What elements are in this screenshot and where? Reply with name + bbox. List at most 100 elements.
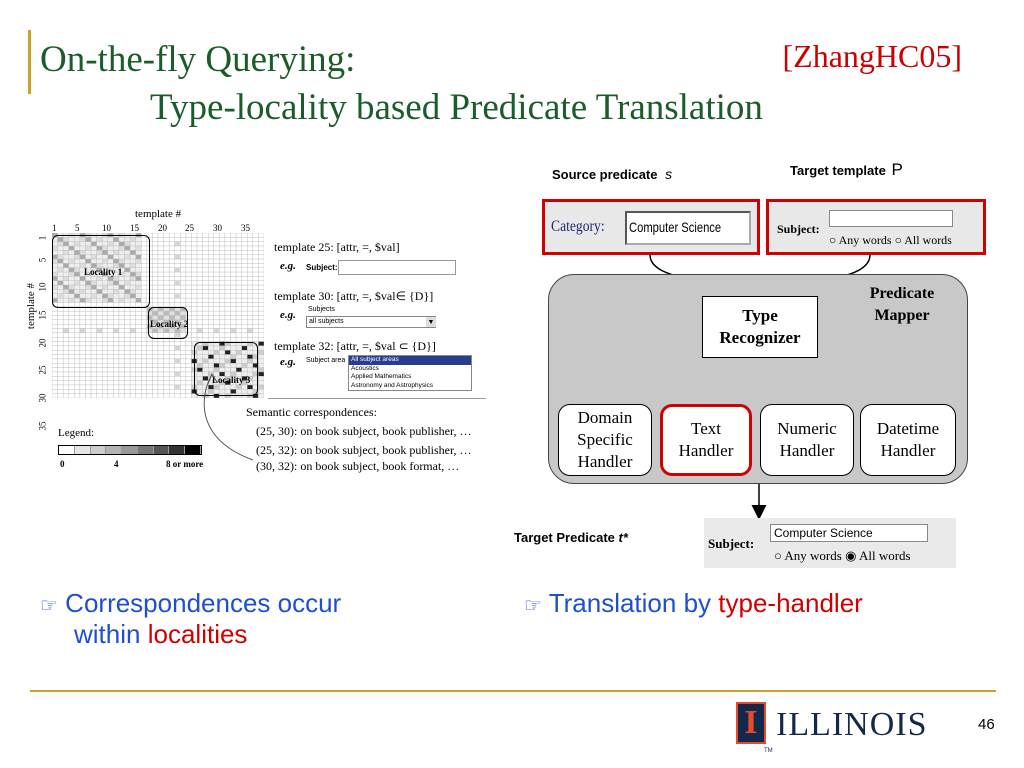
- template-30-eg: e.g.: [280, 309, 296, 321]
- chevron-down-icon: ▼: [426, 317, 436, 327]
- correspondence-item: (30, 32): on book subject, book format, …: [256, 459, 460, 473]
- x-tick: 35: [241, 223, 250, 233]
- type-recognizer-node: Type Recognizer: [702, 296, 818, 358]
- radio-any-label: Any words: [838, 233, 892, 247]
- template-30-select: all subjects: [306, 316, 436, 328]
- slide-title-line2: Type-locality based Predicate Translatio…: [150, 87, 763, 128]
- semantic-correspondences-title: Semantic correspondences:: [246, 405, 377, 419]
- result-field-input[interactable]: Computer Science: [770, 524, 928, 542]
- radio-any-words[interactable]: ○: [774, 548, 782, 563]
- radio-any-label: Any words: [784, 548, 842, 563]
- template-30-header: template 30: [attr, =, $val∈ {D}]: [274, 289, 434, 303]
- x-tick: 15: [130, 223, 139, 233]
- bullet-left-highlight: localities: [147, 619, 248, 649]
- bullet-left-text2: within: [74, 619, 141, 649]
- x-tick: 20: [158, 223, 167, 233]
- x-axis-label: template #: [135, 208, 182, 220]
- legend-swatch: [90, 446, 107, 454]
- correspondence-matrix: [52, 233, 264, 398]
- radio-all-label: All words: [904, 233, 952, 247]
- locality-3-box: [194, 342, 258, 396]
- target-predicate-text: Target Predicate: [514, 530, 615, 545]
- bullet-right-highlight: type-handler: [718, 588, 863, 618]
- domain-specific-handler: Domain Specific Handler: [558, 404, 652, 476]
- y-tick: 35: [37, 421, 48, 431]
- correspondence-item: (25, 30): on book subject, book publishe…: [256, 424, 472, 438]
- correspondence-item: (25, 32): on book subject, book publishe…: [256, 443, 472, 457]
- locality-connector: [203, 373, 254, 461]
- y-tick: 15: [37, 310, 48, 320]
- radio-all-words[interactable]: ○: [894, 233, 902, 247]
- bullet-right-text: Translation by: [548, 588, 712, 618]
- legend-label-8: 8 or more: [166, 459, 204, 469]
- x-tick: 5: [75, 223, 80, 233]
- target-radio-group: ○ Any words ○ All words: [829, 233, 952, 248]
- legend-title: Legend:: [58, 427, 95, 439]
- legend-swatch: [74, 446, 91, 454]
- legend-scale: [58, 445, 202, 455]
- legend-swatch: [169, 446, 186, 454]
- legend-swatch: [185, 446, 202, 454]
- predicate-mapper-label: Predicate Mapper: [869, 285, 935, 324]
- footer-divider: [30, 690, 996, 692]
- pointing-hand-icon: ☞: [524, 595, 542, 617]
- result-field-value: Computer Science: [774, 526, 873, 540]
- x-tick: 30: [213, 223, 222, 233]
- target-template-symbol: P: [891, 160, 903, 179]
- source-field-input[interactable]: Computer Science: [625, 211, 751, 245]
- legend-swatch: [106, 446, 123, 454]
- template-25-input: [338, 260, 456, 275]
- slide-title-line1: On-the-fly Querying:: [40, 39, 356, 80]
- legend-swatch: [59, 446, 75, 454]
- target-template-text: Target template: [790, 163, 886, 178]
- target-field-input[interactable]: [829, 210, 953, 227]
- target-template-label: Target template P: [790, 160, 903, 180]
- template-30-field-label: Subjects: [308, 306, 335, 313]
- target-predicate-symbol: t*: [618, 530, 628, 545]
- template-30-select-value: all subjects: [309, 318, 344, 325]
- title-accent-bar: [28, 30, 31, 94]
- y-axis-label: template #: [25, 282, 38, 330]
- x-tick: 1: [52, 223, 57, 233]
- template-32-eg: e.g.: [280, 356, 296, 368]
- text-handler: Text Handler: [660, 404, 752, 476]
- target-predicate-label: Target Predicate t*: [514, 530, 628, 545]
- bullet-left-line1: ☞ Correspondences occur: [40, 588, 341, 619]
- template-25-field-label: Subject:: [306, 263, 338, 272]
- template-divider: [268, 398, 486, 399]
- locality-2-box: [148, 307, 188, 339]
- locality-1-label: Locality 1: [84, 267, 123, 277]
- result-field-label: Subject:: [708, 536, 755, 551]
- y-tick: 30: [37, 393, 48, 403]
- source-predicate-label: Source predicate s: [552, 166, 672, 182]
- legend-swatch: [122, 446, 138, 454]
- list-item: Acoustics: [351, 364, 379, 372]
- y-tick: 5: [37, 257, 48, 263]
- target-field-label: Subject:: [777, 222, 820, 236]
- list-item: Applied Mathematics: [351, 373, 412, 380]
- pointing-hand-icon: ☞: [40, 595, 58, 617]
- radio-any-words[interactable]: ○: [829, 233, 837, 247]
- legend-swatch: [137, 446, 154, 454]
- numeric-handler: Numeric Handler: [760, 404, 854, 476]
- source-predicate-box: Category: Computer Science: [542, 199, 760, 255]
- list-item: Astronomy and Astrophysics: [351, 381, 434, 389]
- illinois-tm: TM: [764, 748, 773, 754]
- source-field-label: Category:: [551, 218, 605, 235]
- locality-1-box: [52, 235, 150, 308]
- legend-label-0: 0: [60, 459, 65, 469]
- radio-all-words-selected[interactable]: ◉: [845, 548, 857, 563]
- legend-label-4: 4: [114, 459, 119, 469]
- template-25-eg: e.g.: [280, 260, 296, 272]
- template-32-field-label: Subject area: [306, 357, 346, 364]
- list-item: All subject areas: [349, 356, 471, 365]
- template-32-header: template 32: [attr, =, $val ⊂ {D}]: [274, 339, 436, 353]
- bullet-right: ☞ Translation by type-handler: [524, 588, 863, 619]
- illinois-i-mark: I: [736, 702, 766, 744]
- template-25-header: template 25: [attr, =, $val]: [274, 240, 400, 254]
- locality-3-label: Locality 3: [212, 375, 251, 385]
- citation: [ZhangHC05]: [782, 38, 962, 74]
- logo-mark-letter: I: [744, 704, 758, 741]
- illinois-wordmark: ILLINOIS: [776, 706, 928, 743]
- bullet-left-text: Correspondences occur: [65, 588, 342, 618]
